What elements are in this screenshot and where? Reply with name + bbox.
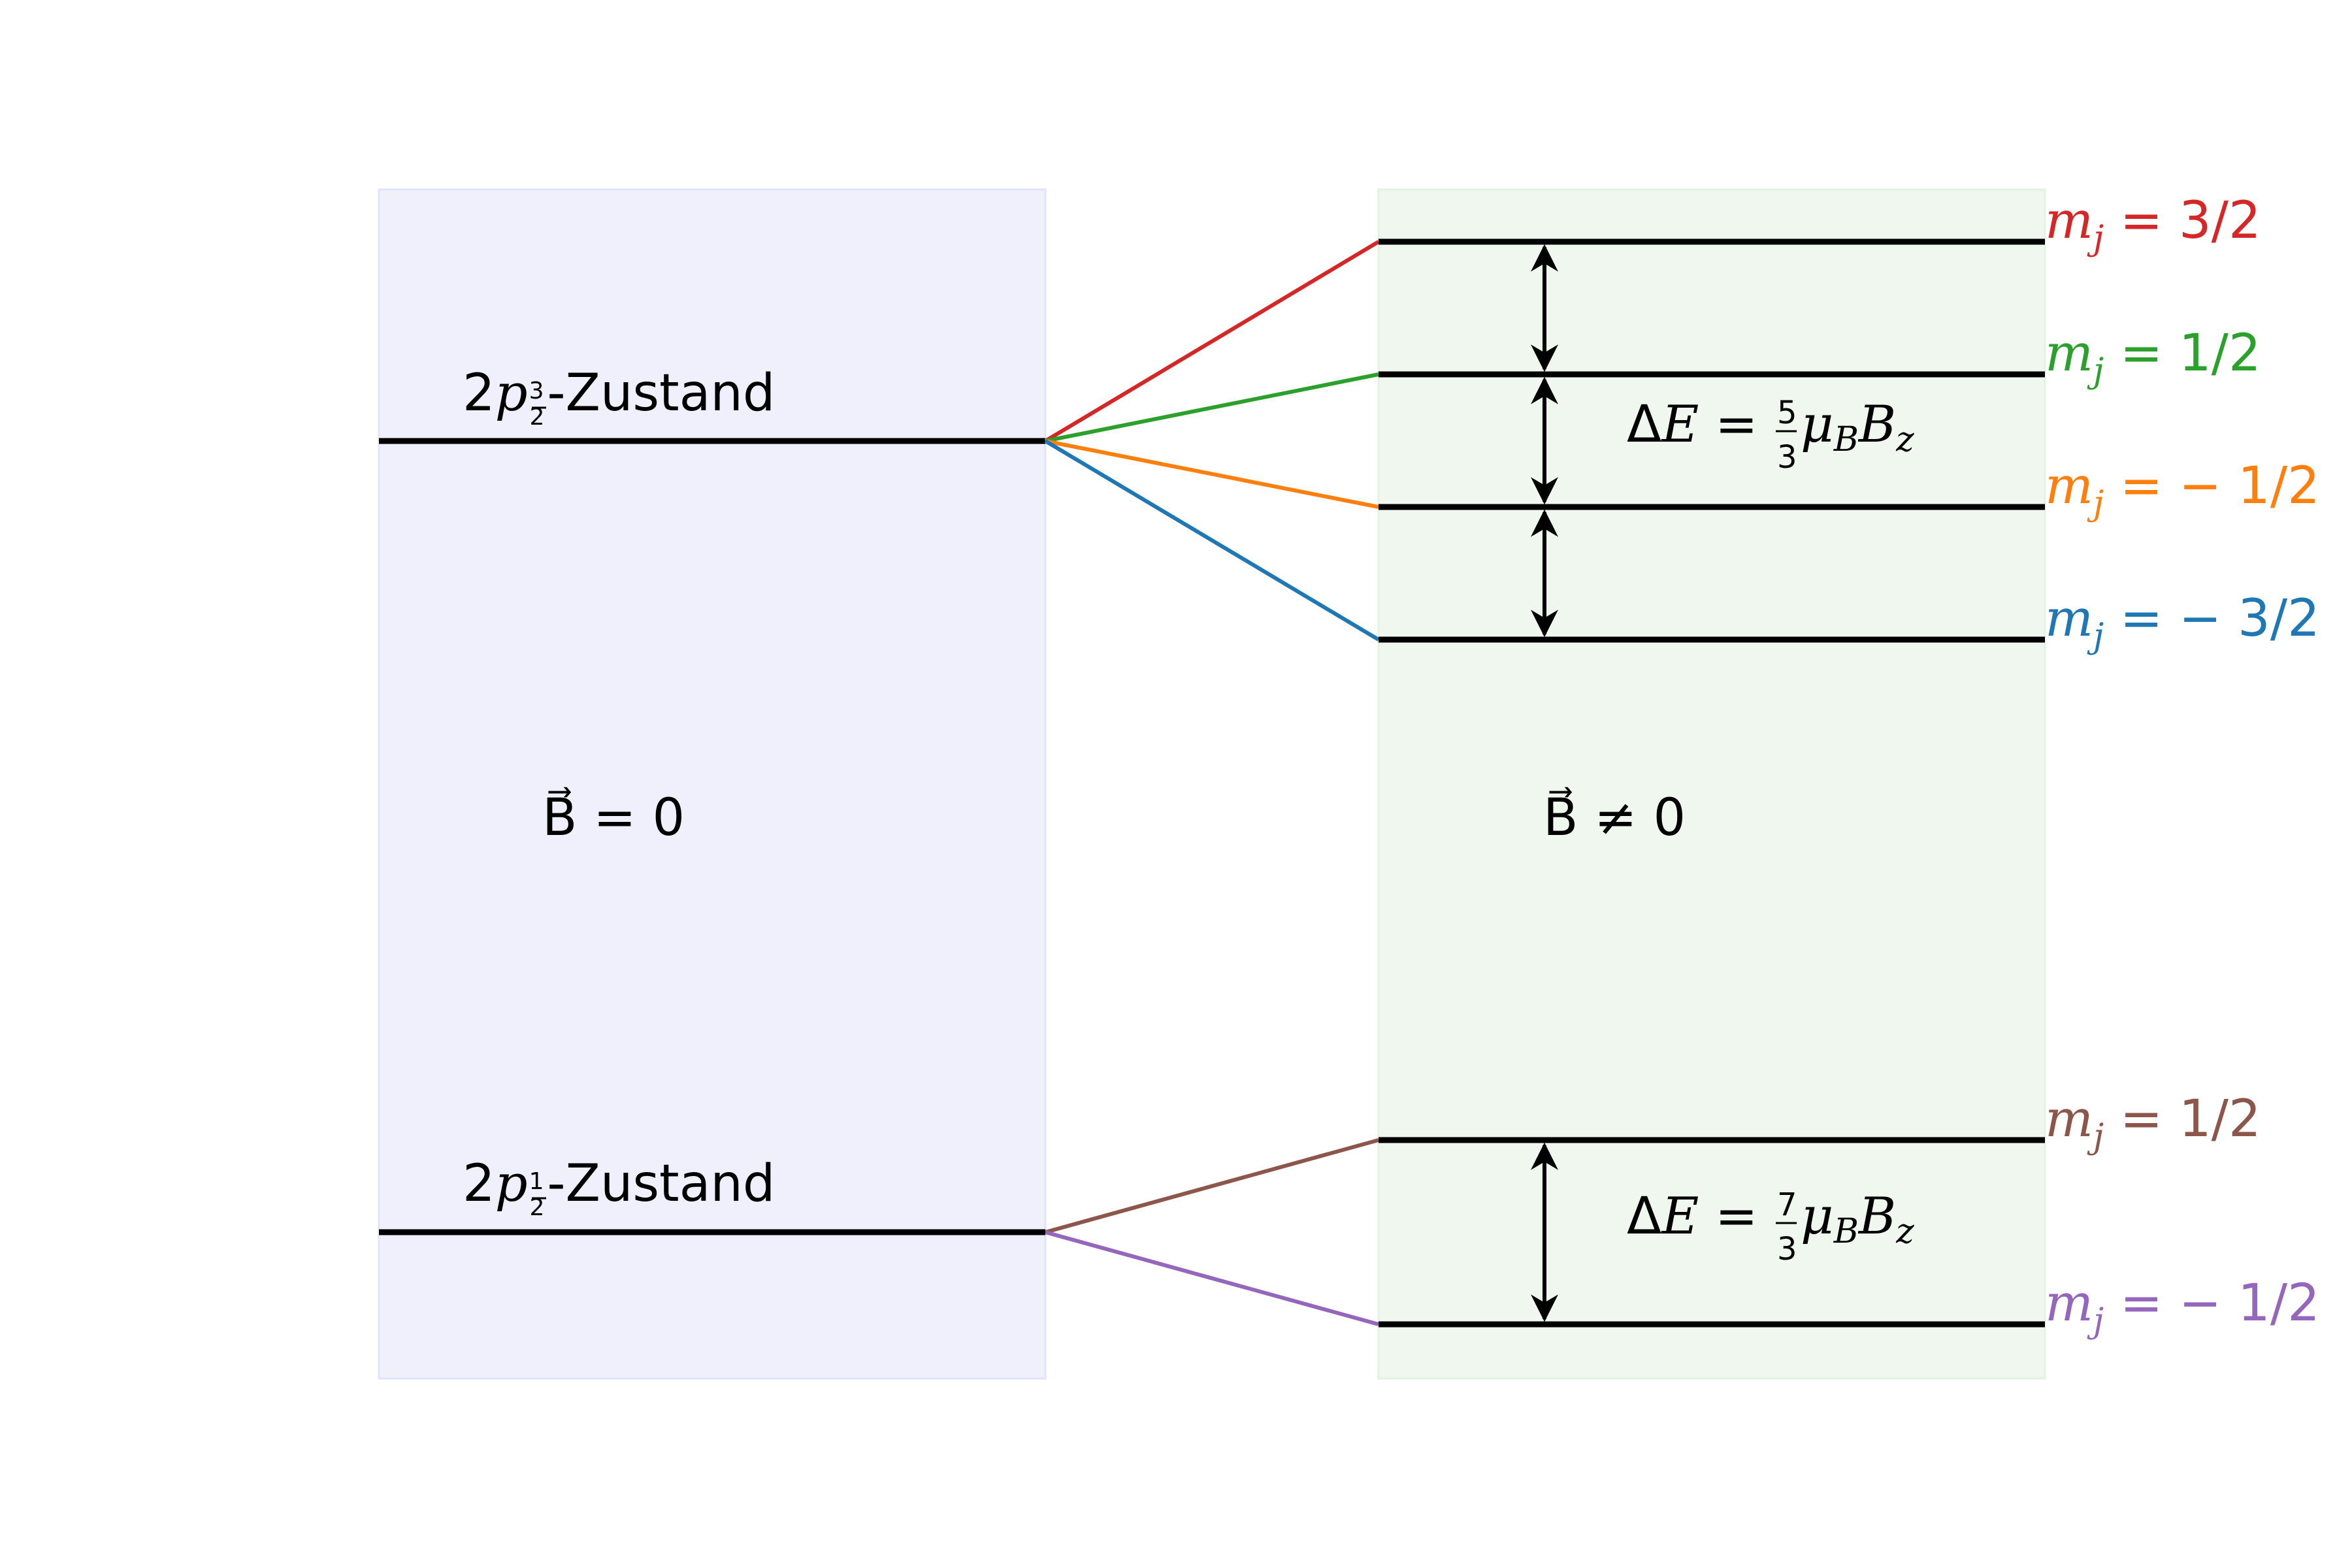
connector-p32-2 — [1045, 439, 1379, 509]
connector-p32-1 — [1045, 372, 1379, 443]
delta-e-p12: ΔE = — [1627, 1187, 1757, 1246]
delta-e-den-p32: 3 — [1777, 439, 1797, 476]
connector-p12-0 — [1045, 1138, 1379, 1234]
mj-labels: mj = 3/2 mj = 1/2 mj = − 1/2 mj = − 3/2 mj =… — [2045, 191, 2320, 1341]
mj-label-p32-2: mj = − 1/2 — [2045, 457, 2320, 523]
connector-lines — [1044, 240, 1380, 1326]
delta-e-num-p12: 7 — [1777, 1186, 1797, 1223]
mj-label-p32-3: mj = − 3/2 — [2045, 589, 2320, 656]
mj-label-p32-0: mj = 3/2 — [2045, 191, 2261, 258]
delta-e-p32: ΔE = — [1627, 395, 1757, 454]
mj-label-p12-0: mj = 1/2 — [2045, 1090, 2261, 1156]
delta-e-num-p32: 5 — [1777, 395, 1797, 431]
delta-e-den-p12: 3 — [1777, 1231, 1797, 1267]
delta-e-rest-p12: μBBz — [1801, 1187, 1914, 1251]
panel-right-label: B⃗ ≠ 0 — [1543, 787, 1686, 847]
panel-b-nonzero — [1377, 188, 2046, 1380]
sublevels — [1379, 238, 2045, 1328]
connector-p32-0 — [1044, 240, 1380, 443]
delta-e-rest-p32: μBBz — [1801, 395, 1914, 459]
connector-p32-3 — [1044, 439, 1380, 642]
connector-p12-1 — [1045, 1230, 1379, 1326]
mj-label-p12-1: mj = − 1/2 — [2045, 1274, 2320, 1341]
panel-b-zero — [378, 188, 1047, 1380]
panel-left-label: B⃗ = 0 — [542, 787, 685, 847]
mj-label-p32-1: mj = 1/2 — [2045, 324, 2261, 391]
